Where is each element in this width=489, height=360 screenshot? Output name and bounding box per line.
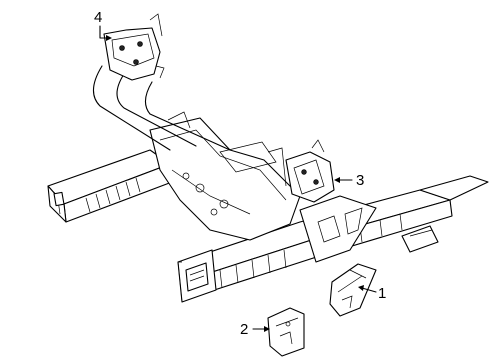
part-2-insulator bbox=[267, 307, 305, 357]
part-4-mount-bracket bbox=[103, 13, 165, 81]
part-3-mount-bracket bbox=[285, 139, 335, 203]
callout-1: 1 bbox=[378, 285, 386, 302]
callout-2: 2 bbox=[240, 321, 248, 338]
frame-front-tip bbox=[177, 249, 217, 303]
callout-4: 4 bbox=[94, 9, 102, 26]
callout-3: 3 bbox=[356, 172, 364, 189]
center-crossmember bbox=[149, 111, 301, 241]
callout-leader-3 bbox=[334, 177, 353, 183]
callout-leader-4 bbox=[99, 25, 112, 41]
callout-leader-2 bbox=[252, 326, 270, 332]
rear-crossmember bbox=[299, 195, 377, 263]
frame-rail-left bbox=[47, 149, 173, 223]
upper-support-arms bbox=[92, 65, 231, 151]
callout-leader-1 bbox=[358, 285, 377, 293]
part-1-insulator bbox=[329, 263, 377, 317]
